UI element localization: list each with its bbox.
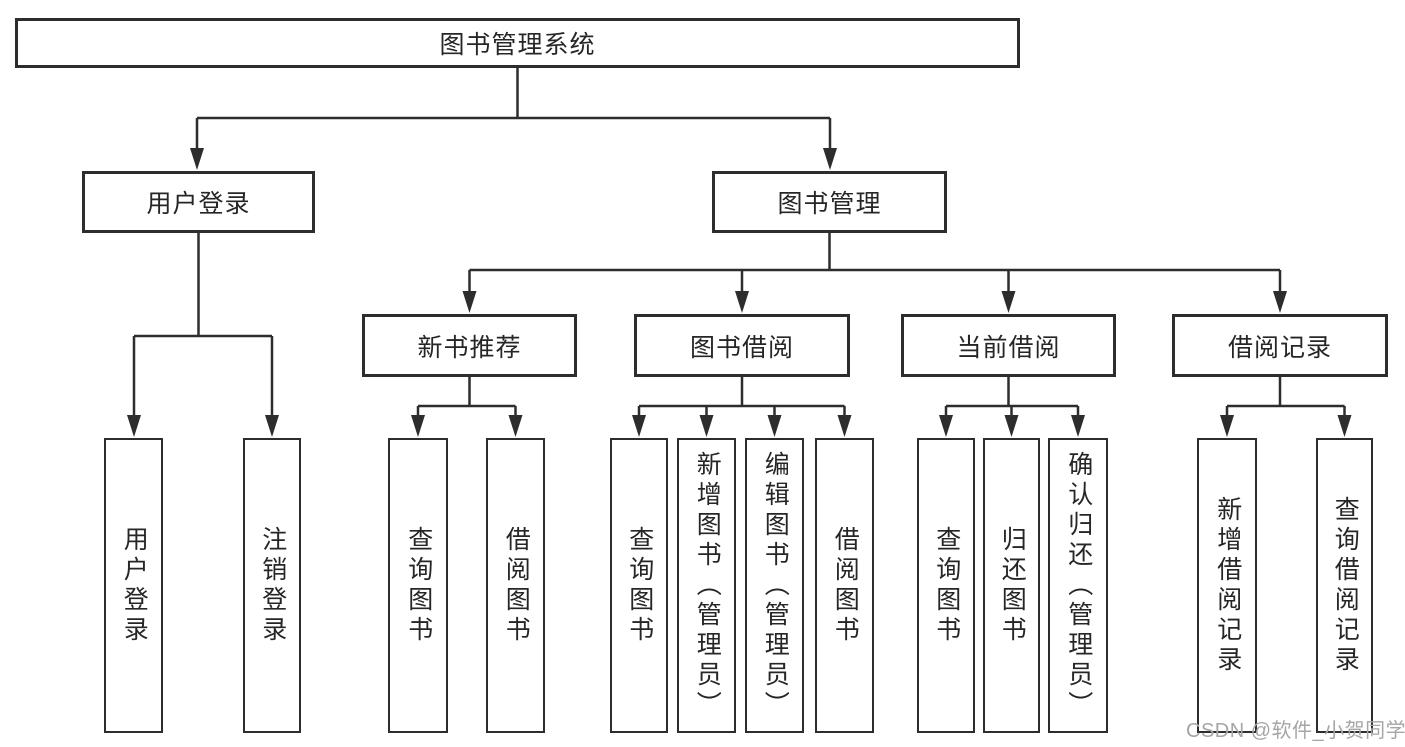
node-label: 新书推荐: [417, 333, 522, 362]
node-label: 归还图书: [998, 525, 1027, 646]
node-label: 编辑图书（管理员）: [761, 450, 790, 721]
node-borrow-edit-book-admin: 编辑图书（管理员）: [745, 438, 804, 733]
node-book-management: 图书管理: [712, 171, 947, 233]
node-label: 注销登录: [258, 525, 287, 646]
node-label: 查询图书: [625, 525, 654, 646]
node-label: 查询图书: [404, 525, 433, 646]
node-label: 查询图书: [932, 525, 961, 646]
node-label: 新增图书（管理员）: [693, 450, 722, 721]
node-label: 图书管理: [777, 190, 882, 218]
node-label: 用户登录: [120, 525, 149, 646]
node-label: 查询借阅记录: [1331, 495, 1360, 676]
node-records-add-record: 新增借阅记录: [1197, 438, 1257, 733]
node-label: 新增借阅记录: [1213, 495, 1242, 676]
node-records-query-record: 查询借阅记录: [1316, 438, 1373, 733]
node-library-management-system: 图书管理系统: [15, 18, 1020, 68]
node-label: 图书借阅: [689, 333, 794, 362]
node-logout-action: 注销登录: [243, 438, 301, 733]
node-current-return-book: 归还图书: [983, 438, 1040, 733]
node-new-book-recommend: 新书推荐: [362, 314, 577, 377]
node-label: 用户登录: [146, 190, 251, 218]
node-label: 借阅图书: [831, 525, 860, 646]
node-label: 图书管理系统: [439, 31, 596, 59]
node-borrow-add-book-admin: 新增图书（管理员）: [677, 438, 736, 733]
node-current-confirm-return-admin: 确认归还（管理员）: [1048, 438, 1108, 733]
node-book-borrowing: 图书借阅: [634, 314, 850, 377]
node-label: 借阅记录: [1227, 333, 1332, 362]
node-user-login-action: 用户登录: [104, 438, 163, 733]
node-borrow-query-book: 查询图书: [610, 438, 668, 733]
node-borrow-borrow-book: 借阅图书: [815, 438, 874, 733]
node-label: 借阅图书: [502, 525, 531, 646]
node-newrec-borrow-book: 借阅图书: [486, 438, 545, 733]
node-label: 当前借阅: [956, 333, 1061, 362]
node-user-login: 用户登录: [82, 171, 315, 233]
csdn-watermark: CSDN @软件_小贺同学: [1186, 720, 1405, 742]
node-newrec-query-book: 查询图书: [388, 438, 448, 733]
node-label: 确认归还（管理员）: [1064, 450, 1093, 721]
node-current-borrowing: 当前借阅: [901, 314, 1116, 377]
node-current-query-book: 查询图书: [917, 438, 975, 733]
node-borrowing-records: 借阅记录: [1172, 314, 1388, 377]
